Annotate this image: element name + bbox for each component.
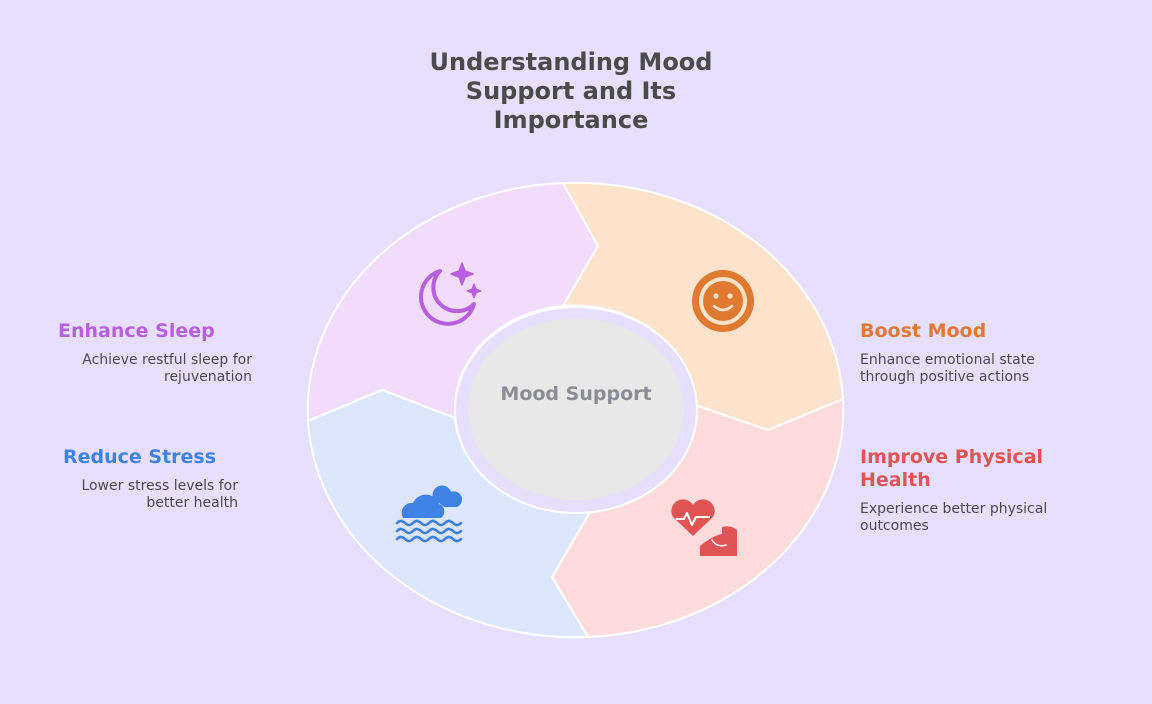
heart-pulse-arm-icon — [671, 499, 737, 556]
reduce-stress-heading: Reduce Stress — [63, 446, 217, 468]
reduce-stress-description: Lower stress levels for better health — [40, 478, 238, 512]
smiley-face-icon — [692, 270, 754, 332]
description-line: rejuvenation — [164, 369, 252, 385]
boost-mood-block: Boost Mood Enhance emotional state throu… — [860, 320, 1100, 386]
description-line: Experience better physical — [860, 501, 1048, 517]
boost-mood-heading: Boost Mood — [860, 320, 987, 342]
cloud-waves-icon — [395, 485, 463, 543]
enhance-sleep-description: Achieve restful sleep for rejuvenation — [40, 352, 252, 386]
title-line: Understanding Mood — [429, 48, 713, 76]
description-line: Enhance emotional state — [860, 352, 1035, 368]
center-circle — [468, 318, 684, 500]
moon-stars-icon — [418, 262, 482, 326]
improve-health-block: Improve Physical Health Experience bette… — [860, 446, 1100, 535]
improve-health-heading: Improve Physical Health — [860, 446, 1044, 491]
improve-health-description: Experience better physical outcomes — [860, 501, 1100, 535]
center-label: Mood Support — [500, 383, 651, 405]
title-line: Support and Its — [465, 77, 677, 105]
description-line: better health — [146, 495, 238, 511]
boost-mood-description: Enhance emotional state through positive… — [860, 352, 1100, 386]
reduce-stress-block: Reduce Stress Lower stress levels for be… — [40, 446, 238, 512]
diagram-title: Understanding Mood Support and Its Impor… — [376, 48, 766, 135]
enhance-sleep-block: Enhance Sleep Achieve restful sleep for … — [40, 320, 252, 386]
enhance-sleep-heading: Enhance Sleep — [58, 320, 215, 342]
segment-sleep — [306, 181, 600, 423]
title-line: Importance — [493, 106, 649, 134]
description-line: outcomes — [860, 518, 929, 534]
description-line: through positive actions — [860, 369, 1030, 385]
description-line: Lower stress levels for — [81, 478, 238, 494]
description-line: Achieve restful sleep for — [82, 352, 252, 368]
